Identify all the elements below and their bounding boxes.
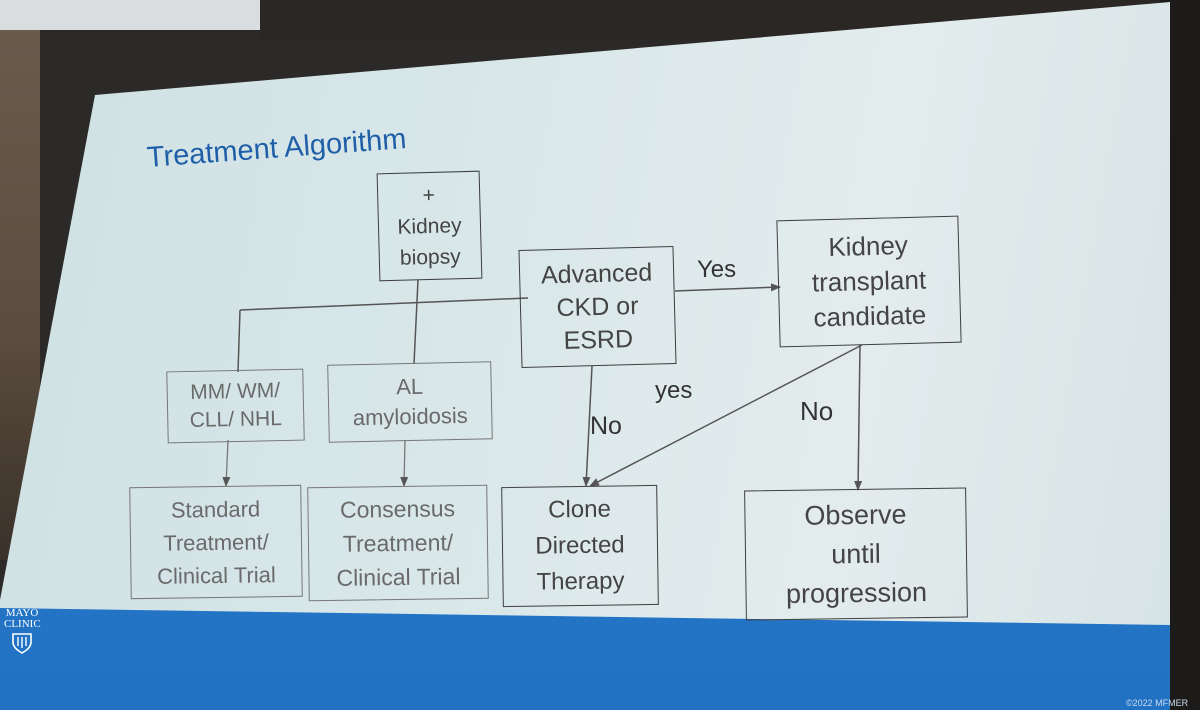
edge-branch-horizontal xyxy=(239,297,529,311)
node-al-amyloidosis: AL amyloidosis xyxy=(327,361,493,443)
label-yes-clone: yes xyxy=(655,377,693,404)
edge-branch-to-mm xyxy=(237,309,241,373)
edge-transplant-to-clone xyxy=(589,344,863,487)
label-yes-transplant: Yes xyxy=(697,256,737,283)
node-observe: Observe until progression xyxy=(744,487,968,621)
edge-transplant-to-observe xyxy=(854,344,863,491)
edge-ckd-to-transplant xyxy=(674,283,781,292)
node-transplant-candidate: Kidney transplant candidate xyxy=(776,215,962,348)
edge-ckd-to-clone xyxy=(582,365,593,487)
node-standard-treatment: Standard Treatment/ Clinical Trial xyxy=(129,484,303,600)
edge-al-to-consensus xyxy=(400,439,409,487)
node-advanced-ckd: Advanced CKD or ESRD xyxy=(518,245,677,369)
edge-biopsy-to-al xyxy=(413,279,419,365)
mayo-clinic-logo: MAYO CLINIC xyxy=(4,607,41,660)
label-no-clone: No xyxy=(590,412,622,440)
edge-mm-to-standard xyxy=(222,439,231,487)
label-no-observe: No xyxy=(800,396,834,426)
room-screen-edge xyxy=(0,0,260,30)
node-clone-directed: Clone Directed Therapy xyxy=(501,484,659,608)
node-consensus-treatment: Consensus Treatment/ Clinical Trial xyxy=(307,484,489,602)
shield-icon xyxy=(12,633,32,654)
node-kidney-biopsy: + Kidney biopsy xyxy=(376,170,483,282)
copyright-text: ©2022 MFMER xyxy=(1126,698,1189,708)
node-mm-wm-cll-nhl: MM/ WM/ CLL/ NHL xyxy=(166,368,305,444)
logo-text: MAYO CLINIC xyxy=(4,607,41,630)
